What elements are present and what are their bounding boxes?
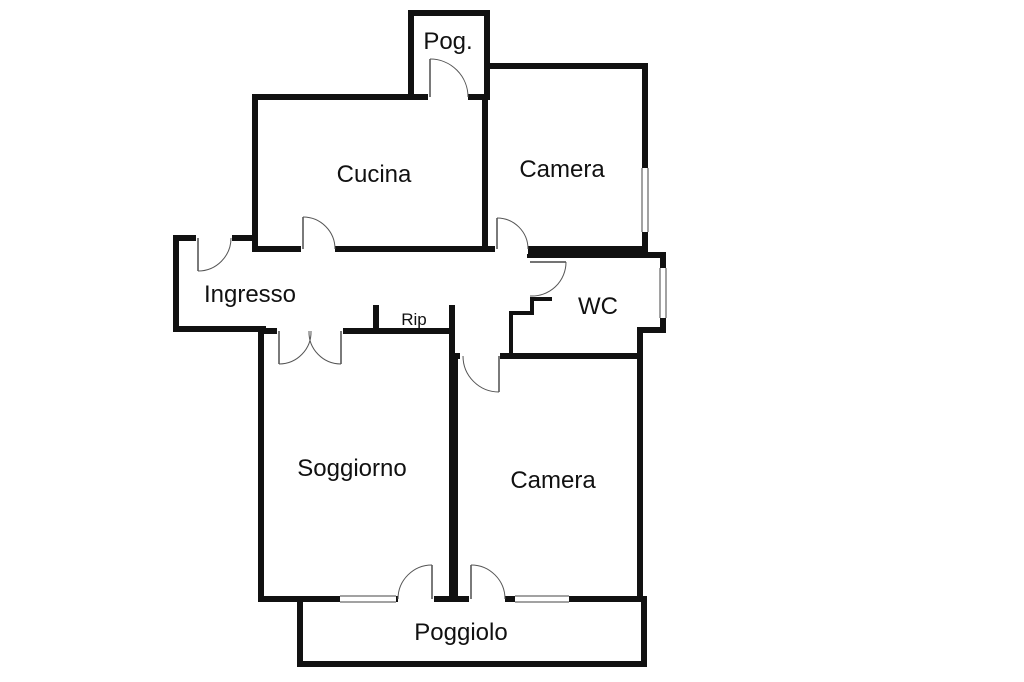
door-soggiorno-double [278, 330, 342, 365]
wall-camera-top [484, 63, 648, 252]
door-wc [529, 261, 567, 297]
window-camera-top [641, 168, 649, 232]
wall-pog [408, 10, 490, 100]
window-camera-bottom [515, 595, 569, 603]
wall-cucina [252, 94, 488, 252]
doors [197, 58, 567, 600]
windows [340, 168, 667, 603]
door-ingresso [197, 237, 232, 272]
wall-camera-bottom [452, 353, 643, 602]
label-rip: Rip [401, 310, 427, 329]
door-pog [429, 58, 469, 98]
label-cucina: Cucina [337, 161, 412, 188]
wall-poggiolo [297, 596, 647, 667]
openings [196, 92, 668, 604]
door-camera-top [496, 217, 529, 250]
label-soggiorno: Soggiorno [297, 455, 406, 482]
label-camera-bottom: Camera [510, 467, 596, 494]
wall-wc-inner [509, 297, 552, 356]
door-camera-poggiolo [470, 564, 506, 600]
walls [173, 10, 666, 667]
window-soggiorno [340, 595, 396, 603]
window-wc [659, 268, 667, 318]
door-soggiorno-poggiolo [397, 564, 433, 600]
label-camera-top: Camera [519, 156, 605, 183]
label-pog: Pog. [423, 28, 472, 55]
room-labels: Pog. Cucina Camera Ingresso Rip WC Soggi… [204, 28, 618, 646]
label-wc: WC [578, 293, 618, 320]
label-poggiolo: Poggiolo [414, 619, 507, 646]
door-camera-bottom [462, 355, 500, 393]
door-cucina [302, 216, 336, 250]
label-ingresso: Ingresso [204, 281, 296, 308]
